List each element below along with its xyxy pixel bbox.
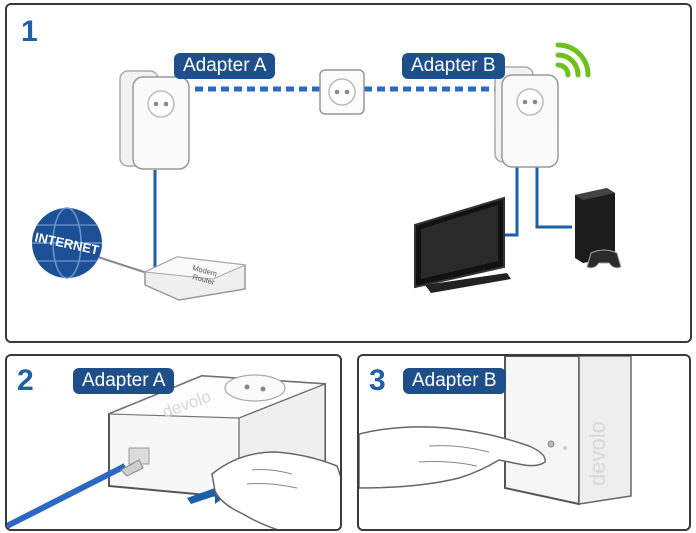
step-number-3: 3	[369, 364, 386, 397]
wifi-icon	[555, 42, 591, 78]
modem-router-device: Modem Router	[143, 256, 247, 301]
hand-pressing-button	[211, 451, 340, 529]
step-number-2: 2	[17, 364, 34, 397]
ethernet-cable	[7, 463, 127, 529]
ethernet-cable-console	[535, 165, 572, 229]
adapter-a-label: Adapter A	[174, 53, 276, 79]
adapter-b-closeup: devolo	[359, 356, 632, 506]
step-number-1: 1	[21, 15, 38, 48]
panel-step-1: INTERNET Modem Router 1 Adapter A Adapte…	[5, 3, 692, 343]
game-console-device	[575, 188, 622, 269]
pairing-button	[547, 440, 555, 448]
tv-device	[414, 196, 511, 293]
hand-pressing-button	[359, 426, 546, 489]
phone-line	[91, 254, 148, 274]
ethernet-cable-a	[153, 170, 182, 269]
network-diagram: INTERNET Modem Router	[32, 42, 622, 301]
internet-globe-icon: INTERNET	[32, 207, 102, 279]
adapter-a-device	[119, 70, 190, 170]
wall-socket	[319, 69, 365, 115]
adapter-a-closeup: devolo	[7, 374, 340, 529]
panel-step-2: devolo 2 Adapter A	[5, 354, 342, 531]
panel-step-3: devolo 3 Adapter B	[357, 354, 691, 531]
adapter-b-device	[494, 66, 559, 168]
adapter-b-label-step3: Adapter B	[403, 368, 506, 394]
gamepad-icon	[586, 249, 622, 269]
brand-label-b: devolo	[585, 421, 610, 486]
adapter-a-label-step2: Adapter A	[73, 368, 175, 394]
ethernet-plug	[120, 459, 144, 477]
adapter-b-body: devolo	[504, 356, 632, 506]
adapter-b-label: Adapter B	[402, 53, 505, 79]
